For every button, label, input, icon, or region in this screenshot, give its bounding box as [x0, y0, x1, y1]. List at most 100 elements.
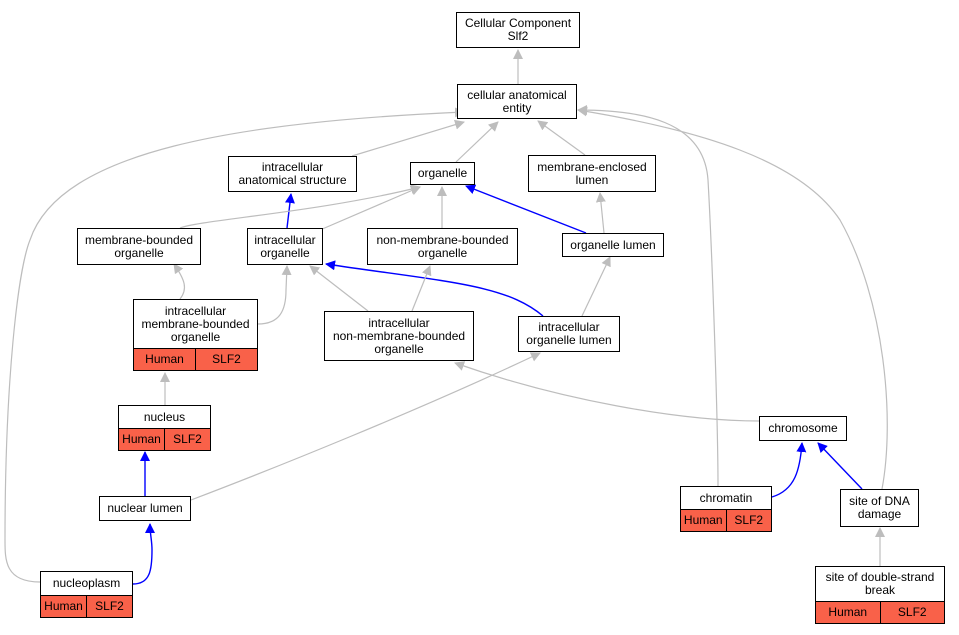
node-label-line: site of double-strand — [825, 570, 935, 584]
edge-mel-to-cae — [537, 120, 586, 156]
edge-ias-to-cae — [351, 119, 465, 157]
node-label: chromosome — [760, 417, 846, 440]
node-label-line: nucleoplasm — [52, 576, 121, 590]
annotation-species[interactable]: Human — [828, 605, 868, 619]
node-label-line: organelle — [417, 166, 468, 180]
node-label-line: Slf2 — [507, 29, 529, 43]
node-label-line: intracellular — [164, 303, 227, 318]
node-label-line: nucleus — [143, 409, 186, 424]
node-label: nucleoplasm — [41, 572, 132, 595]
node-label-line: non-membrane-bounded — [332, 328, 466, 343]
node-label-line: nuclear lumen — [107, 501, 183, 515]
node-label-line: break — [864, 583, 896, 597]
edge-ol-to-org — [465, 184, 587, 234]
annotation-gene[interactable]: SLF2 — [86, 596, 132, 617]
annotation-gene[interactable]: SLF2 — [195, 349, 257, 370]
edge-imbo-to-ico — [257, 265, 292, 325]
annotation-gene[interactable]: SLF2 — [725, 510, 772, 531]
node-label-line: organelle — [260, 245, 310, 260]
node-label-line: organelle lumen — [526, 333, 612, 347]
edge-iol-to-ico — [325, 260, 544, 317]
edge-nl-to-iol — [190, 352, 541, 501]
edge-sdd-to-cae — [577, 106, 888, 490]
annotation-gene[interactable]: SLF2 — [879, 602, 945, 623]
annotation-row: Human SLF2 — [816, 601, 944, 623]
node-label-line: chromatin — [699, 490, 753, 505]
edge-np-to-cae — [4, 107, 465, 583]
node-label: nuclear lumen — [100, 497, 190, 520]
node-label-line: damage — [857, 507, 902, 521]
node-org[interactable]: organelle — [410, 162, 475, 185]
annotation-species[interactable]: Human — [683, 513, 723, 527]
annotation-gene[interactable]: SLF2 — [164, 429, 210, 450]
edge-chr-to-inmbo — [454, 361, 760, 422]
annotation-species[interactable]: Human — [145, 352, 184, 366]
node-label-line: membrane-bounded — [141, 316, 250, 331]
node-chr[interactable]: chromosome — [759, 416, 847, 441]
edge-org-to-cae — [455, 121, 499, 163]
node-label-line: intracellular — [538, 320, 600, 334]
node-label-line: Cellular Component — [464, 16, 572, 30]
node-label: organelle lumen — [563, 234, 663, 256]
node-label-line: organelle — [374, 341, 424, 356]
node-label-line: intracellular — [254, 232, 316, 247]
node-label: organelle — [411, 163, 474, 184]
annotation-row: Human SLF2 — [134, 348, 257, 370]
node-label-line: lumen — [575, 172, 609, 187]
node-label-line: organelle — [170, 329, 221, 344]
node-label-line: entity — [502, 100, 532, 115]
node-label: nucleus — [119, 406, 210, 428]
node-label-line: organelle lumen — [570, 237, 656, 252]
node-label-line: non-membrane-bounded — [376, 232, 509, 247]
edge-inmbo-to-nmbo — [411, 265, 432, 312]
node-nl[interactable]: nuclear lumen — [99, 496, 191, 521]
node-label-line: intracellular — [261, 160, 324, 174]
edge-chrm-to-chr — [771, 442, 807, 498]
edge-chrm-to-cae — [577, 105, 719, 487]
annotation-species[interactable]: Human — [44, 599, 83, 613]
node-label-line: organelle — [417, 245, 468, 260]
annotation-species[interactable]: Human — [122, 432, 161, 446]
edge-mbo-to-org — [179, 184, 421, 229]
node-label-line: intracellular — [368, 315, 430, 330]
node-label: chromatin — [681, 487, 771, 509]
node-label-line: anatomical structure — [238, 173, 347, 187]
node-label-line: organelle — [114, 245, 164, 260]
node-label-line: site of DNA — [849, 494, 910, 508]
edge-ol-to-mel — [595, 192, 606, 234]
node-ol[interactable]: organelle lumen — [562, 233, 664, 257]
edge-iol-to-ol — [581, 256, 611, 317]
edge-np-to-nl — [132, 523, 156, 585]
node-label-line: chromosome — [768, 421, 838, 435]
edge-ico-to-org — [319, 185, 421, 231]
